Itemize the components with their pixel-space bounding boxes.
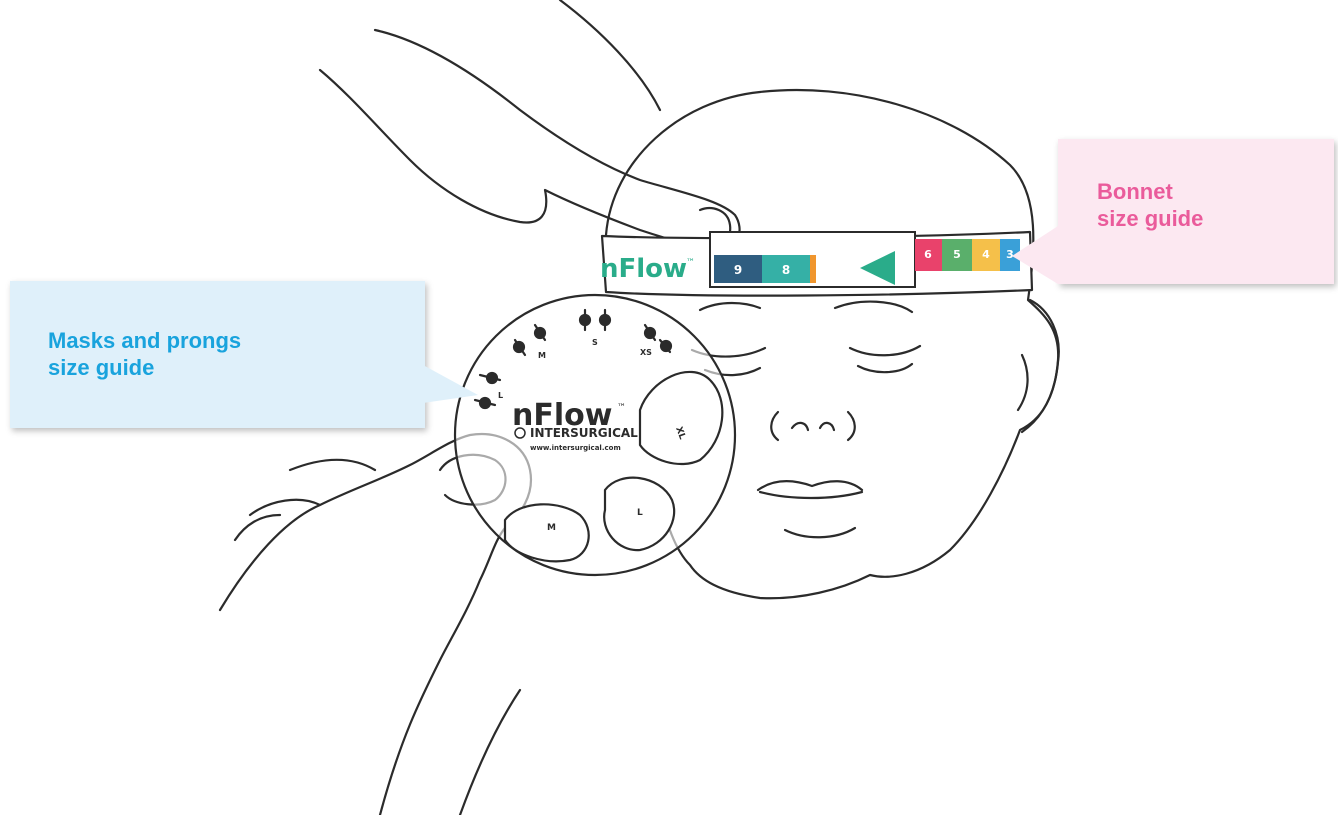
baby-eye-right bbox=[850, 346, 920, 355]
masks-callout: Masks and prongs size guide bbox=[10, 281, 425, 428]
baby-eyebrow-left bbox=[700, 303, 760, 310]
hand-top-knuckle bbox=[560, 0, 660, 110]
bonnet-trademark: ™ bbox=[686, 258, 695, 268]
bonnet-band-orange bbox=[810, 255, 816, 283]
bonnet-callout-label: Bonnet size guide bbox=[1097, 178, 1203, 232]
masks-callout-label: Masks and prongs size guide bbox=[48, 327, 241, 381]
bonnet-callout: Bonnet size guide bbox=[1058, 139, 1334, 284]
bonnet-brand: nFlow bbox=[600, 254, 687, 284]
disc-scale-label: L bbox=[498, 391, 503, 400]
baby-eye-right-lower bbox=[858, 364, 912, 372]
baby-nose bbox=[771, 412, 855, 440]
bonnet-callout-pointer bbox=[1012, 226, 1062, 286]
bonnet-size-number: 9 bbox=[734, 263, 742, 277]
baby-chin bbox=[785, 528, 855, 537]
baby-eyebrow-right bbox=[835, 302, 912, 312]
baby-ear bbox=[1018, 300, 1059, 432]
bonnet-size-number: 4 bbox=[982, 248, 990, 261]
disc-pocket-label: L bbox=[637, 508, 643, 518]
bonnet-size-number: 8 bbox=[782, 263, 790, 277]
bonnet-size-number: 5 bbox=[953, 248, 961, 261]
disc-manufacturer: INTERSURGICAL bbox=[530, 426, 638, 440]
disc-pocket-label: M bbox=[547, 523, 556, 533]
disc-scale-label: XS bbox=[640, 348, 652, 357]
hand-bottom-wrist bbox=[460, 690, 520, 815]
masks-callout-pointer bbox=[423, 365, 483, 405]
disc-website: www.intersurgical.com bbox=[530, 444, 621, 452]
disc-trademark: ™ bbox=[617, 403, 626, 413]
disc-scale-label: M bbox=[538, 351, 546, 360]
disc-scale-label: S bbox=[592, 338, 598, 347]
bonnet-size-number: 6 bbox=[924, 248, 932, 261]
baby-mouth-upper bbox=[758, 481, 862, 490]
hand-top bbox=[320, 30, 740, 250]
baby-mouth-line bbox=[760, 492, 862, 498]
